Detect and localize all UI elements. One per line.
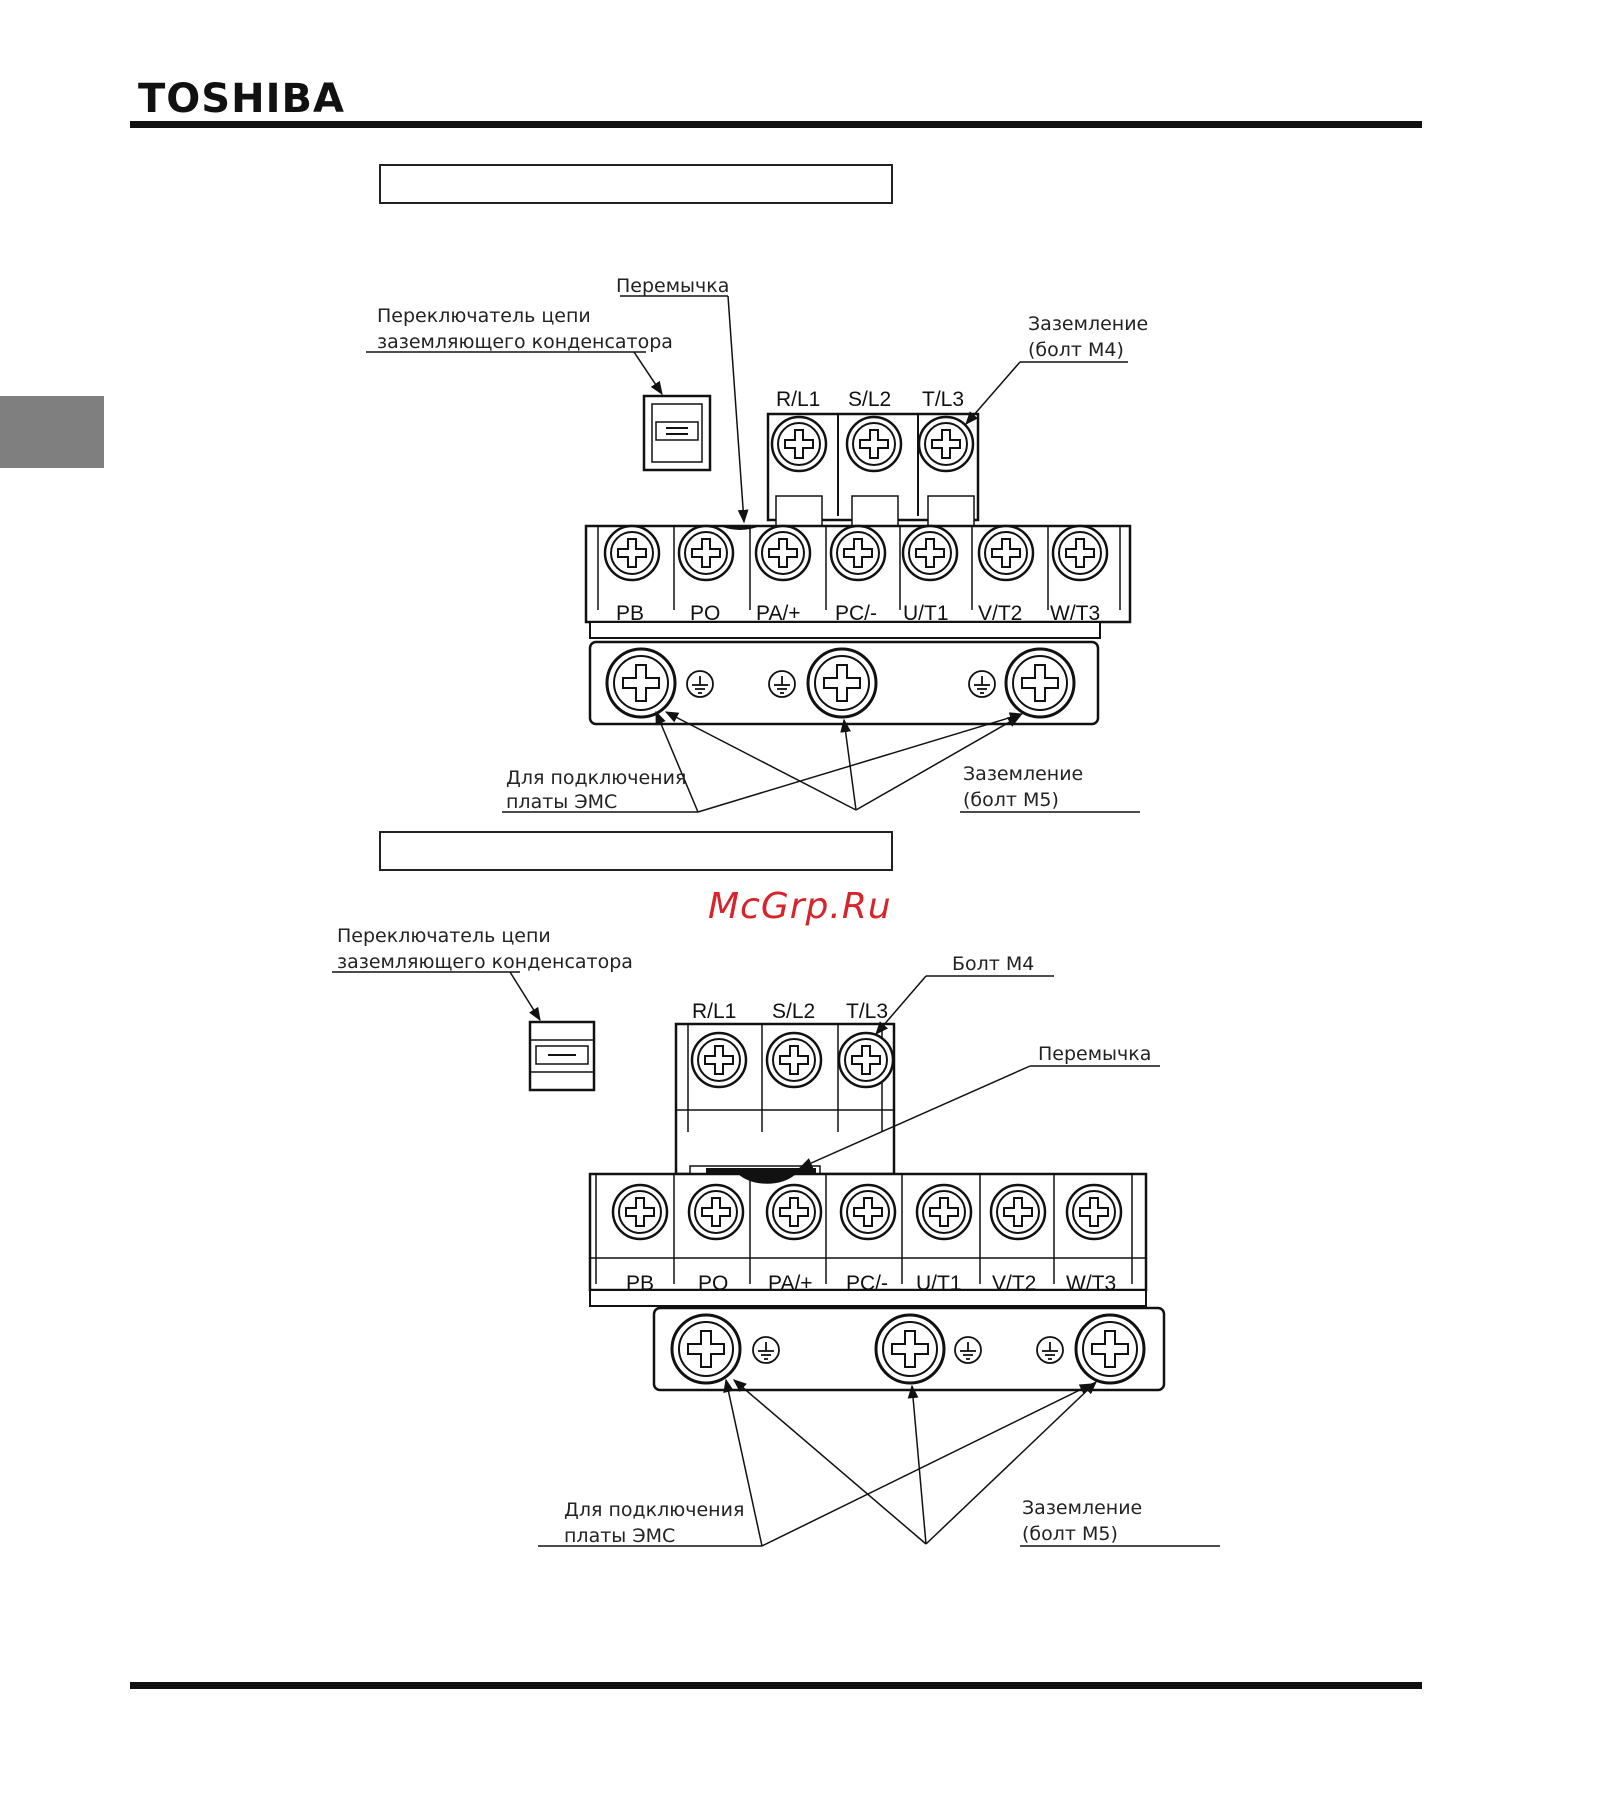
f1-emc-label-line2: платы ЭМС: [506, 791, 617, 813]
f1-emc-label-line1: Для подключения: [506, 767, 686, 789]
figure1-caption-box: [379, 164, 893, 204]
f1-bottom-terminal-label: PB: [616, 602, 644, 625]
f1-bottom-terminal-label: W/T3: [1050, 602, 1100, 625]
f2-bottom-terminal-label: PO: [698, 1272, 728, 1295]
input-terminal-block-1: [766, 412, 980, 527]
f1-ground-m4-line1: Заземление: [1028, 313, 1148, 335]
section-tab: [0, 396, 104, 468]
output-terminal-block-1: [584, 524, 1132, 639]
capacitor-switch-2: [528, 1020, 596, 1092]
f1-top-terminal-label: S/L2: [848, 388, 891, 411]
f1-top-terminal-label: T/L3: [922, 388, 964, 411]
output-terminal-block-2: [588, 1172, 1148, 1307]
f2-bottom-terminal-label: PC/-: [846, 1272, 888, 1295]
f1-top-terminal-label: R/L1: [776, 388, 820, 411]
f2-bottom-terminal-label: PA/+: [768, 1272, 813, 1295]
header-rule: [130, 121, 1422, 128]
footer-rule: [130, 1682, 1422, 1689]
f2-top-terminal-label: T/L3: [846, 1000, 888, 1023]
input-terminal-block-2: [674, 1022, 896, 1177]
figure1-diagram: [366, 295, 1140, 813]
f2-jumper-label: Перемычка: [1038, 1043, 1151, 1065]
f2-switch-label-line2: заземляющего конденсатора: [337, 951, 633, 973]
watermark: McGrp.Ru: [708, 886, 892, 927]
f2-top-terminal-label: R/L1: [692, 1000, 736, 1023]
figure2-diagram: [332, 971, 1220, 1547]
f2-switch-label-line1: Переключатель цепи: [337, 925, 551, 947]
f1-bottom-terminal-label: PO: [690, 602, 720, 625]
f2-bottom-terminal-label: U/T1: [916, 1272, 962, 1295]
f2-bolt-m4-label: Болт M4: [952, 953, 1034, 975]
f2-ground-m5-line1: Заземление: [1022, 1497, 1142, 1519]
f1-ground-m4-line2: (болт M4): [1028, 339, 1124, 361]
f2-ground-m5-line2: (болт M5): [1022, 1523, 1118, 1545]
f1-ground-m5-line2: (болт M5): [963, 789, 1059, 811]
f1-bottom-terminal-label: PA/+: [756, 602, 801, 625]
f1-bottom-terminal-label: U/T1: [903, 602, 949, 625]
f2-bottom-terminal-label: W/T3: [1066, 1272, 1116, 1295]
f1-jumper-label: Перемычка: [616, 275, 729, 297]
f1-switch-label-line2: заземляющего конденсатора: [377, 331, 673, 353]
f2-emc-label-line1: Для подключения: [564, 1499, 744, 1521]
toshiba-logo: TOSHIBA: [138, 76, 345, 122]
figure2-caption-box: [379, 831, 893, 871]
f1-switch-label-line1: Переключатель цепи: [377, 305, 591, 327]
f1-bottom-terminal-label: V/T2: [978, 602, 1022, 625]
f1-ground-m5-line1: Заземление: [963, 763, 1083, 785]
f2-emc-label-line2: платы ЭМС: [564, 1525, 675, 1547]
capacitor-switch-1: [642, 394, 712, 472]
f2-top-terminal-label: S/L2: [772, 1000, 815, 1023]
f1-bottom-terminal-label: PC/-: [835, 602, 877, 625]
ground-plate-2: [652, 1306, 1166, 1392]
f2-bottom-terminal-label: V/T2: [992, 1272, 1036, 1295]
f2-bottom-terminal-label: PB: [626, 1272, 654, 1295]
